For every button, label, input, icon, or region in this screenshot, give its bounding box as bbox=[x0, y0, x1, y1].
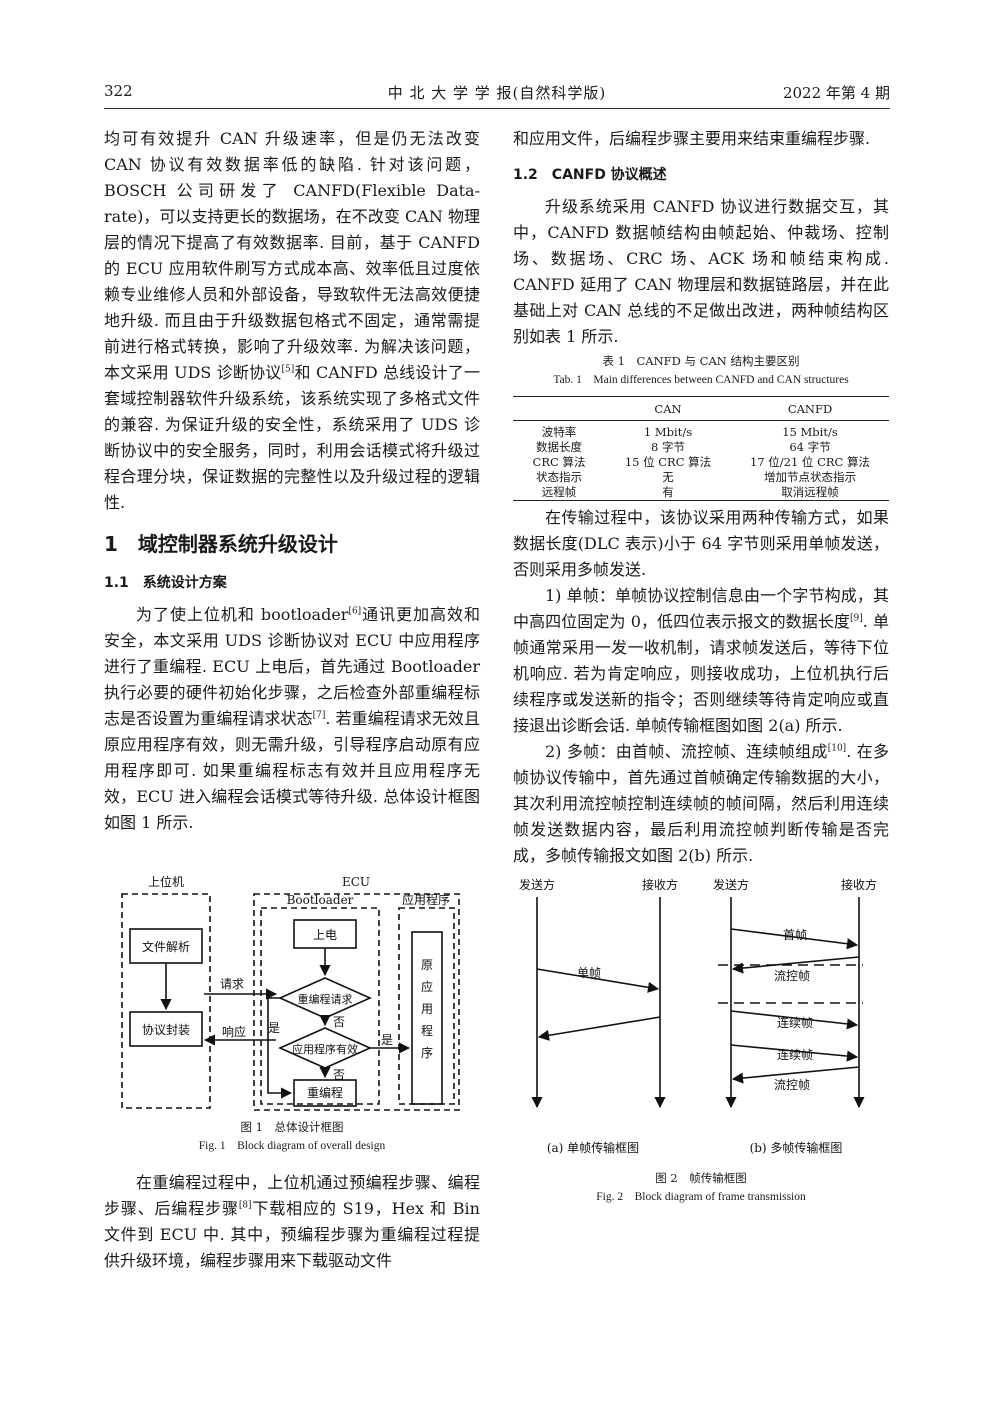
yes-label-1: 是 bbox=[268, 1021, 280, 1035]
figure-1-caption-en: Fig. 1 Block diagram of overall design bbox=[198, 1140, 386, 1152]
figure-2-caption: 图 2 帧传输框图 bbox=[655, 1170, 747, 1185]
header-rule bbox=[104, 108, 890, 109]
response-label: 响应 bbox=[222, 1024, 246, 1039]
flow-control-label-2: 流控帧 bbox=[774, 1078, 810, 1092]
paragraph: 均可有效提升 CAN 升级速率，但是仍无法改变 CAN 协议有效数据率低的缺陷.… bbox=[104, 129, 480, 512]
bootloader-label: Bootloader bbox=[287, 893, 354, 907]
table-header-row: CAN CANFD bbox=[513, 396, 889, 421]
paragraph: 2) 多帧：由首帧、流控帧、连续帧组成[10]. 在多帧协议传输中，首先通过首帧… bbox=[513, 741, 889, 865]
flow-control-label-1: 流控帧 bbox=[774, 969, 810, 983]
citation[interactable]: [6] bbox=[348, 606, 362, 617]
citation[interactable]: [9] bbox=[849, 613, 863, 624]
single-frame-label: 单帧 bbox=[577, 966, 601, 980]
figure-1-caption: 图 1 总体设计框图 bbox=[240, 1120, 344, 1134]
subsection-heading: 1.1 系统设计方案 bbox=[104, 575, 227, 591]
orig-app-box bbox=[411, 931, 443, 1105]
figure-1-diagram: 上位机 ECU Bootloader 应用程序 文件解析 协议封装 请求 响应 … bbox=[121, 874, 460, 1111]
paragraph: 1) 单帧：单帧协议控制信息由一个字节构成，其中高四位固定为 0，低四位表示报文… bbox=[513, 585, 889, 735]
reprog-req-label: 重编程请求 bbox=[298, 992, 353, 1006]
host-region bbox=[121, 893, 211, 1109]
journal-title: 中 北 大 学 学 报(自然科学版) bbox=[387, 84, 607, 102]
left-column: 均可有效提升 CAN 升级速率，但是仍无法改变 CAN 协议有效数据率低的缺陷.… bbox=[104, 126, 480, 1274]
paragraph: 和应用文件，后编程步骤主要用来结束重编程步骤. bbox=[513, 129, 871, 148]
right-column: 和应用文件，后编程步骤主要用来结束重编程步骤. 1.2 CANFD 协议概述 升… bbox=[513, 126, 889, 1207]
table-1-caption: 表 1 CANFD 与 CAN 结构主要区别 bbox=[602, 354, 800, 368]
parse-label: 文件解析 bbox=[142, 939, 190, 954]
consecutive-label-2: 连续帧 bbox=[777, 1047, 813, 1062]
citation[interactable]: [8] bbox=[238, 1200, 252, 1211]
page-header: 322 中 北 大 学 学 报(自然科学版) 2022 年第 4 期 bbox=[104, 82, 890, 106]
table-header: CAN bbox=[605, 396, 731, 421]
section-heading: 1 域控制器系统升级设计 bbox=[104, 532, 338, 556]
citation[interactable]: [5] bbox=[281, 364, 295, 375]
reprog-box bbox=[293, 1079, 357, 1107]
host-label: 上位机 bbox=[148, 874, 184, 889]
orig-app-label: 原应用程序 bbox=[421, 958, 433, 1060]
consecutive-label-1: 连续帧 bbox=[777, 1015, 813, 1030]
first-frame-label: 首帧 bbox=[783, 928, 807, 942]
app-label: 应用程序 bbox=[402, 892, 450, 907]
bootloader-region bbox=[260, 907, 380, 1105]
no-label-2: 否 bbox=[333, 1068, 345, 1082]
app-region bbox=[398, 907, 455, 1105]
pack-box bbox=[129, 1011, 203, 1047]
table-1-caption-en: Tab. 1 Main differences between CANFD an… bbox=[553, 374, 849, 386]
table-header: CANFD bbox=[731, 396, 889, 421]
reprog-label: 重编程 bbox=[307, 1085, 343, 1100]
yes-label-2: 是 bbox=[381, 1033, 393, 1047]
request-label: 请求 bbox=[220, 977, 244, 991]
citation[interactable]: [10] bbox=[827, 743, 847, 754]
paragraph: 升级系统采用 CANFD 协议进行数据交互，其中，CANFD 数据帧结构由帧起始… bbox=[513, 197, 889, 346]
table-row: 状态指示无增加节点状态指示 bbox=[536, 469, 856, 484]
ecu-label: ECU bbox=[342, 875, 370, 889]
subfigure-a-label: (a) 单帧传输框图 bbox=[547, 1140, 639, 1155]
ecu-region bbox=[253, 893, 460, 1111]
no-label-1: 否 bbox=[333, 1015, 345, 1029]
figure-2-caption-en: Fig. 2 Block diagram of frame transmissi… bbox=[596, 1190, 806, 1203]
receiver-a-label: 接收方 bbox=[642, 877, 678, 892]
table-row: 远程帧有取消远程帧 bbox=[513, 484, 889, 501]
subsection-heading: 1.2 CANFD 协议概述 bbox=[513, 167, 667, 183]
paragraph: 为了使上位机和 bootloader[6]通讯更加高效和安全，本文采用 UDS … bbox=[104, 605, 480, 832]
power-label: 上电 bbox=[313, 928, 337, 942]
table-header bbox=[513, 396, 605, 421]
paragraph: 在重编程过程中，上位机通过预编程步骤、编程步骤、后编程步骤[8]下载相应的 S1… bbox=[104, 1173, 480, 1270]
page-number: 322 bbox=[104, 82, 133, 100]
sender-b-label: 发送方 bbox=[713, 877, 749, 892]
pack-label: 协议封装 bbox=[142, 1022, 190, 1037]
citation[interactable]: [7] bbox=[312, 710, 326, 721]
app-valid-label: 应用程序有效 bbox=[292, 1042, 358, 1056]
issue-label: 2022 年第 4 期 bbox=[782, 84, 890, 102]
receiver-b-label: 接收方 bbox=[841, 877, 877, 892]
paragraph: 在传输过程中，该协议采用两种传输方式，如果数据长度(DLC 表示)小于 64 字… bbox=[513, 507, 889, 579]
figure-2-diagram: 发送方 接收方 发送方 接收方 单帧 首帧 流控帧 bbox=[519, 877, 877, 1155]
sender-a-label: 发送方 bbox=[519, 877, 555, 892]
subfigure-b-label: (b) 多帧传输框图 bbox=[750, 1140, 843, 1155]
